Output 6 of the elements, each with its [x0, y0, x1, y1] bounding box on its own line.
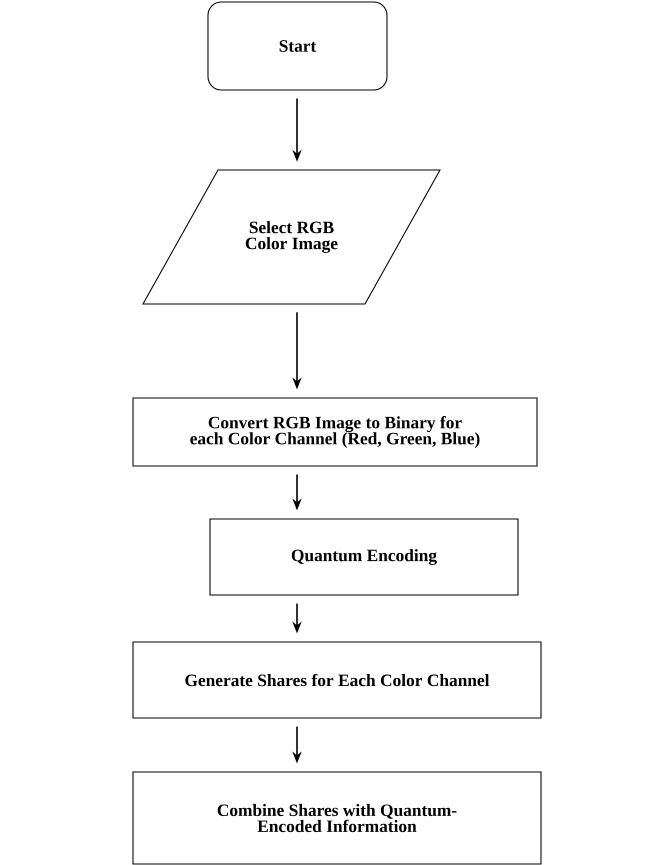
process-box: Generate Shares for Each Color Channel: [132, 641, 542, 719]
process-box: Convert RGB Image to Binary for each Color Channel (Red, Green, Blue): [132, 397, 538, 467]
start-terminal: Start: [207, 1, 388, 91]
input-parallelogram: Select RGB Color Image: [142, 169, 441, 305]
process-box: Combine Shares with Quantum-Encoded Information: [132, 771, 542, 865]
process-box: Quantum Encoding: [209, 518, 519, 596]
